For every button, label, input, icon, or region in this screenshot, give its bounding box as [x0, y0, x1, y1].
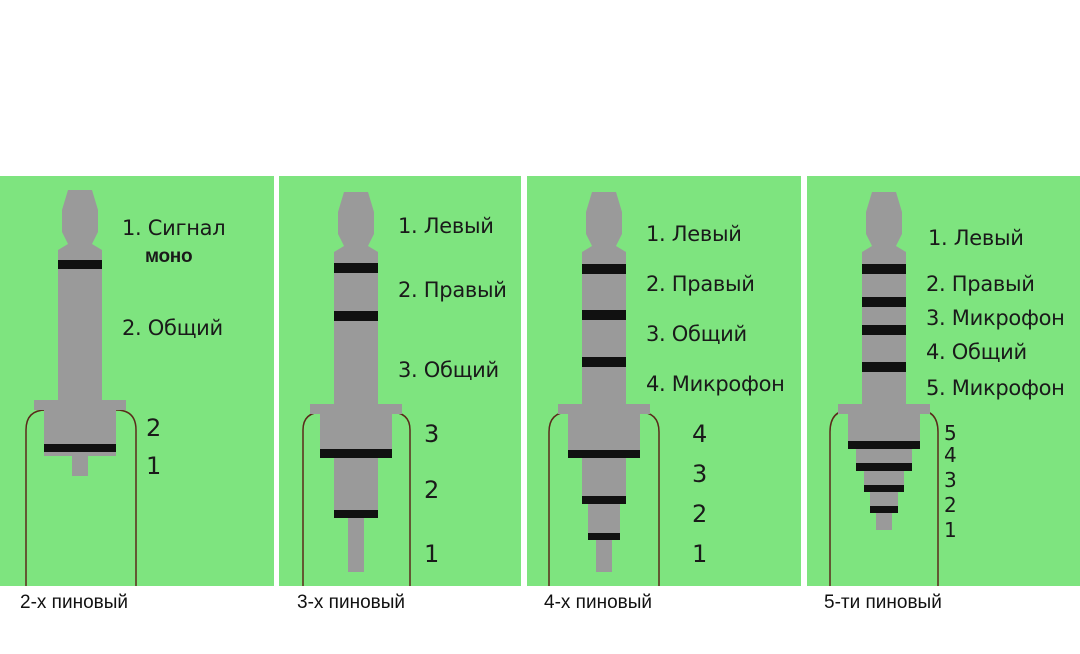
band-5-c: [862, 325, 906, 335]
contact-5-d: 2: [944, 493, 957, 517]
band-3-a: [334, 263, 378, 273]
legend-4-line-3: 3. Общий: [646, 322, 747, 346]
panel-3-pin: [279, 176, 521, 586]
contact-4-a: 4: [692, 420, 708, 448]
plug-step2-5: [864, 466, 904, 488]
plug-step3-5: [870, 488, 898, 510]
plug-pin-5: [876, 510, 892, 530]
plug-3-pin: [302, 192, 411, 586]
contact-5-e: 1: [944, 518, 957, 542]
caption-2-pin: 2-х пиновый: [20, 592, 128, 613]
band-5-f: [856, 463, 912, 471]
plug-neck2-4: [588, 500, 620, 536]
plug-tip-3: [334, 192, 378, 404]
legend-4-line-2: 2. Правый: [646, 272, 755, 296]
legend-5-line-5: 5. Микрофон: [926, 376, 1065, 400]
band-5-h: [870, 506, 898, 513]
plug-neck-3: [334, 458, 378, 516]
contact-3-b: 2: [424, 476, 440, 504]
plug-4-pin: [548, 192, 660, 586]
contact-4-b: 3: [692, 460, 708, 488]
legend-5-line-3: 3. Микрофон: [926, 306, 1065, 330]
band-4-f: [588, 533, 620, 540]
band-3-d: [334, 510, 378, 518]
plug-collar-2: [34, 400, 126, 410]
band-4-b: [582, 310, 626, 320]
band-4-a: [582, 264, 626, 274]
band-3-c: [320, 449, 392, 458]
contact-3-a: 3: [424, 420, 440, 448]
contact-2-a: 2: [146, 414, 162, 442]
band-3-b: [334, 311, 378, 321]
plug-body-5: [848, 414, 920, 446]
plug-2-pin: [25, 190, 137, 586]
contact-5-c: 3: [944, 468, 957, 492]
plug-collar-3: [310, 404, 402, 414]
caption-5-pin: 5-ти пиновый: [824, 592, 942, 613]
plug-5-pin: [829, 192, 939, 586]
legend-2-line-3: 2. Общий: [122, 316, 223, 340]
plug-collar-5: [838, 404, 930, 414]
contact-5-b: 4: [944, 443, 957, 467]
band-4-e: [582, 496, 626, 504]
band-4-c: [582, 357, 626, 367]
band-4-d: [568, 450, 640, 458]
band-5-a: [862, 264, 906, 274]
contact-4-d: 1: [692, 540, 708, 568]
plug-pin-4: [596, 536, 612, 572]
band-2-b: [44, 444, 116, 452]
legend-4-line-4: 4. Микрофон: [646, 372, 785, 396]
legend-2-line-1: 1. Сигнал: [122, 216, 226, 240]
contact-3-c: 1: [424, 540, 440, 568]
plug-pin-3: [348, 516, 364, 572]
legend-5-line-2: 2. Правый: [926, 272, 1035, 296]
contact-4-c: 2: [692, 500, 708, 528]
panel-5-pin: [807, 176, 1080, 586]
band-5-e: [848, 441, 920, 449]
legend-5-line-4: 4. Общий: [926, 340, 1027, 364]
plug-pin-2: [72, 456, 88, 476]
band-5-d: [862, 362, 906, 372]
band-5-b: [862, 297, 906, 307]
legend-3-line-3: 3. Общий: [398, 358, 499, 382]
panel-2-pin: [0, 176, 274, 586]
band-5-g: [864, 485, 904, 492]
legend-5-line-1: 1. Левый: [928, 226, 1024, 250]
caption-3-pin: 3-х пиновый: [297, 592, 405, 613]
panel-4-pin: [527, 176, 801, 586]
caption-4-pin: 4-х пиновый: [544, 592, 652, 613]
band-2-a: [58, 260, 102, 269]
plug-tip-4: [582, 192, 626, 404]
plug-collar-4: [558, 404, 650, 414]
contact-2-b: 1: [146, 452, 162, 480]
legend-2-line-2: моно: [145, 246, 193, 267]
legend-3-line-1: 1. Левый: [398, 214, 494, 238]
legend-4-line-1: 1. Левый: [646, 222, 742, 246]
contact-5-a: 5: [944, 421, 957, 445]
plug-tip-2: [58, 190, 102, 400]
legend-3-line-2: 2. Правый: [398, 278, 507, 302]
plug-step1-5: [856, 446, 912, 466]
plug-neck-4: [582, 458, 626, 500]
